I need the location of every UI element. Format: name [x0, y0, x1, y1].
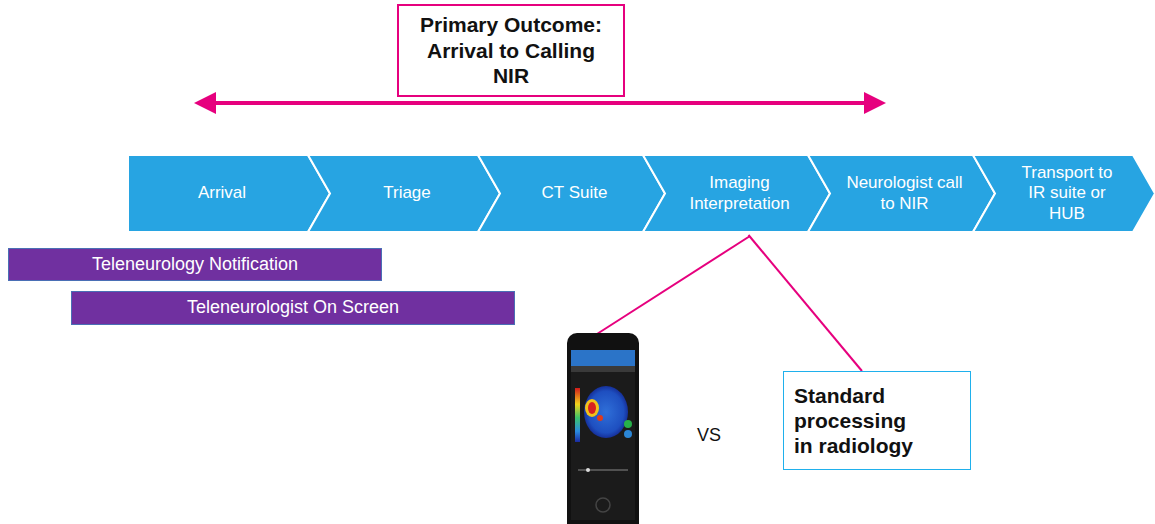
- chevron-text-area: CT Suite: [504, 155, 645, 232]
- step-label: Transport to IR suite or HUB: [1017, 163, 1117, 223]
- box-text: Teleneurology Notification: [92, 254, 298, 276]
- step-label: Triage: [383, 183, 431, 203]
- callout-box: Standard processing in radiology: [783, 371, 971, 470]
- box-text: Teleneurologist On Screen: [187, 297, 399, 319]
- chevron-text-area: Neurologist call to NIR: [834, 155, 975, 232]
- process-chevron: Arrival: [128, 155, 330, 232]
- teleneurology-bar: Teleneurology Notification: [8, 248, 382, 281]
- step-label: Neurologist call to NIR: [845, 173, 965, 213]
- chevron-text-area: Arrival: [134, 155, 310, 232]
- chevron-fill: [128, 155, 330, 232]
- outcome-box: Primary Outcome: Arrival to Calling NIR: [397, 4, 625, 97]
- process-chevron: Neurologist call to NIR: [808, 155, 995, 232]
- chevron-fill: [478, 155, 665, 232]
- teleneurology-bar: Teleneurologist On Screen: [71, 291, 515, 325]
- chevron-text-area: Imaging Interpretation: [669, 155, 810, 232]
- chevron-text-area: Triage: [334, 155, 480, 232]
- process-chevron: CT Suite: [478, 155, 665, 232]
- chevron-fill: [643, 155, 830, 232]
- step-label: Imaging Interpretation: [677, 173, 802, 213]
- process-chevron: Imaging Interpretation: [643, 155, 830, 232]
- chevron-fill: [308, 155, 500, 232]
- leader-line: [597, 236, 750, 334]
- process-chevron: Transport to IR suite or HUB: [973, 155, 1155, 232]
- box-text: Standard processing in radiology: [794, 383, 929, 459]
- chevron-fill: [973, 155, 1155, 232]
- step-label: Arrival: [198, 183, 246, 203]
- chevron-text-area: Transport to IR suite or HUB: [999, 155, 1135, 232]
- process-chevron: Triage: [308, 155, 500, 232]
- comparison-label: VS: [697, 425, 721, 446]
- connector-line: [749, 235, 862, 371]
- step-label: CT Suite: [542, 183, 608, 203]
- connector: [749, 235, 862, 371]
- box-text: Primary Outcome: Arrival to Calling NIR: [409, 12, 613, 89]
- phone-illustration: [567, 333, 639, 524]
- chevron-fill: [808, 155, 995, 232]
